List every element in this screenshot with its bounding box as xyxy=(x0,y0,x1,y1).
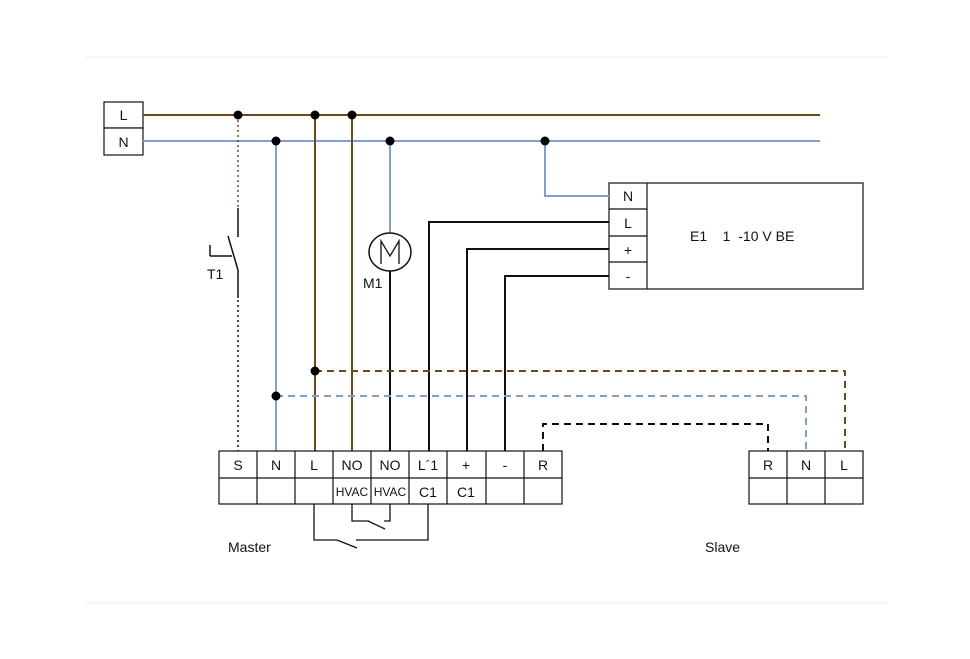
master-terminal-no-2-sub: HVAC xyxy=(374,485,407,499)
slave-terminal-r: R xyxy=(763,457,773,473)
slave-terminal-strip: R N L xyxy=(748,450,864,505)
slave-terminal-l: L xyxy=(840,457,848,473)
module-neutral-wire xyxy=(544,141,609,197)
junction-dot xyxy=(385,136,395,146)
master-label: Master xyxy=(228,539,271,555)
slave-terminal-n: N xyxy=(801,457,811,473)
c1-contact-blade xyxy=(336,539,358,549)
hvac-contact-right xyxy=(384,504,391,522)
master-terminal-s: S xyxy=(233,457,242,473)
master-terminal-no-1-sub: HVAC xyxy=(336,485,369,499)
master-terminal-l: L xyxy=(310,457,318,473)
c1-contact-right xyxy=(356,504,429,541)
junctions xyxy=(233,110,550,401)
slave-r-dashed-wire xyxy=(542,423,769,451)
module-e1-terminal-minus: - xyxy=(626,268,631,284)
module-e1-terminal-n: N xyxy=(623,188,633,204)
motor-m1-label: M1 xyxy=(363,275,383,291)
master-terminal-minus: - xyxy=(503,457,508,473)
motor-m1 xyxy=(368,232,412,272)
motor-m1-symbol xyxy=(368,232,412,272)
c1-contact-left xyxy=(313,504,337,541)
hvac-contact-left xyxy=(351,504,369,522)
master-terminal-plus: + xyxy=(462,457,470,473)
master-terminal-r: R xyxy=(538,457,548,473)
supply-live-label: L xyxy=(120,107,128,123)
module-e1-terminal-plus: + xyxy=(624,242,632,258)
slave-live-dashed-wire xyxy=(315,370,846,451)
module-e1: N L + - E1 1 -10 V BE xyxy=(608,182,864,290)
junction-dot xyxy=(310,110,320,120)
module-e1-title: E1 1 -10 V BE xyxy=(690,228,794,244)
supply-neutral-label: N xyxy=(118,134,128,150)
module-e1-terminal-l: L xyxy=(624,215,632,231)
module-l-wire xyxy=(428,221,609,451)
master-terminal-l1-sub: C1 xyxy=(419,484,437,500)
junction-dot xyxy=(271,136,281,146)
junction-dot xyxy=(540,136,550,146)
master-terminal-strip: S N L NO NO L´1 + - R HVAC HVAC C1 C1 xyxy=(218,450,563,505)
master-internal-contacts xyxy=(313,504,429,549)
supply-terminal-block: L N xyxy=(103,101,144,156)
junction-dot xyxy=(233,110,243,120)
master-terminal-n: N xyxy=(271,457,281,473)
master-terminal-l1: L´1 xyxy=(418,457,438,473)
module-minus-wire xyxy=(504,275,609,451)
junction-dot xyxy=(271,391,281,401)
master-terminal-no-1: NO xyxy=(342,457,363,473)
master-terminal-plus-sub: C1 xyxy=(457,484,475,500)
motor-m1-winding xyxy=(380,238,400,264)
hvac-contact-blade xyxy=(367,520,386,530)
slave-neutral-dashed-wire xyxy=(276,395,807,451)
master-terminal-no-2: NO xyxy=(380,457,401,473)
junction-dot xyxy=(347,110,357,120)
slave-label: Slave xyxy=(705,539,740,555)
switch-t1 xyxy=(209,208,239,298)
switch-t1-blade xyxy=(227,235,239,271)
module-e1-body xyxy=(608,182,864,290)
module-plus-wire xyxy=(466,248,609,451)
switch-t1-label: T1 xyxy=(207,266,224,282)
junction-dot xyxy=(310,366,320,376)
